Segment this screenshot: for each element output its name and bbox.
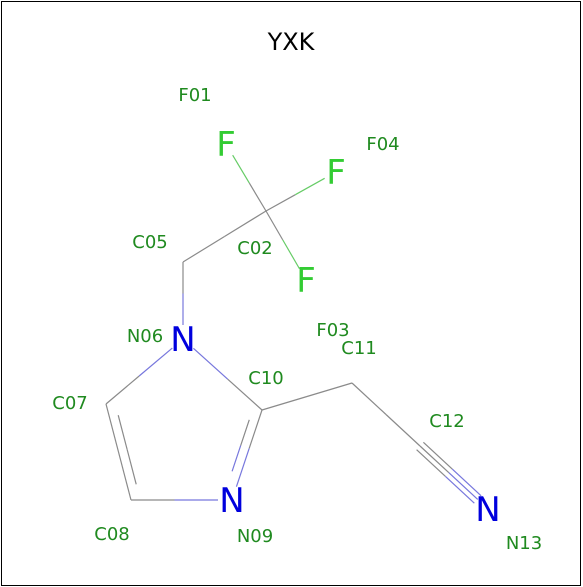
- atom-symbol-f01: F: [216, 125, 236, 165]
- bond-C12-N13-line2-half-a: [416, 449, 446, 477]
- bond-C02-C05-main-half-b: [182, 235, 225, 263]
- bond-C12-N13-line1-half-b: [451, 468, 482, 497]
- bond-F01-C02-main-half-a: [232, 154, 250, 184]
- atom-label-f04: F04: [366, 134, 399, 155]
- atom-label-c12: C12: [429, 411, 464, 432]
- bond-C12-N13: [416, 441, 482, 504]
- atom-label-c10: C10: [248, 368, 283, 389]
- bond-C10-C11: [261, 382, 353, 411]
- atom-symbol-f04: F: [326, 153, 346, 193]
- bond-C07-C08: [105, 403, 137, 501]
- bond-C12-N13-line1-half-a: [422, 441, 453, 470]
- bond-C02-F03-main-half-a: [265, 210, 284, 241]
- bond-C02-F03: [265, 210, 300, 270]
- atom-label-c05: C05: [132, 232, 167, 253]
- bond-C02-F04-main-half-b: [295, 177, 325, 196]
- atom-symbol-f03: F: [296, 261, 316, 301]
- atom-label-n13: N13: [506, 533, 542, 554]
- atom-label-f01: F01: [178, 85, 211, 106]
- bond-N09-C10-main-half-a: [235, 448, 250, 487]
- atom-symbol-n06: N: [170, 320, 195, 360]
- bond-N09-C10-main-half-b: [248, 409, 263, 449]
- bond-F01-C02: [232, 154, 267, 212]
- bond-C10-N06-main-half-a: [227, 378, 263, 411]
- bond-C02-F03-main-half-b: [282, 239, 300, 270]
- bond-layer: [105, 154, 482, 504]
- bond-C12-N13-main-half-a: [419, 445, 450, 474]
- atom-label-c11: C11: [341, 338, 376, 359]
- bond-N09-C10-inner-half-b: [240, 419, 250, 446]
- bond-C07-C08-inner-half-b: [126, 449, 137, 485]
- bond-N06-C07-main-half-a: [138, 347, 173, 377]
- atom-label-c02: C02: [237, 238, 272, 259]
- bond-F01-C02-main-half-b: [248, 182, 267, 212]
- molecule-title: YXK: [267, 28, 316, 56]
- bond-C11-C12-main-half-b: [385, 414, 421, 447]
- bond-C02-F04-main-half-a: [265, 194, 296, 212]
- atom-symbol-n13: N: [475, 490, 500, 530]
- atom-label-n06: N06: [127, 326, 163, 347]
- bond-C12-N13-main-half-b: [448, 472, 479, 500]
- bond-C10-N06: [193, 347, 263, 411]
- bond-C07-C08-main-half-b: [117, 451, 132, 501]
- bond-C11-C12: [351, 382, 421, 447]
- atom-label-n09: N09: [237, 526, 273, 547]
- bond-C11-C12-main-half-a: [351, 382, 387, 415]
- bond-C12-N13-line2-half-b: [445, 475, 475, 504]
- bond-C02-C05: [182, 210, 267, 263]
- atom-layer: F F F N N N: [170, 125, 500, 530]
- bond-C10-N06-main-half-b: [193, 347, 229, 380]
- atom-label-c07: C07: [52, 393, 87, 414]
- atom-label-c08: C08: [94, 524, 129, 545]
- atom-symbol-n09: N: [219, 481, 244, 521]
- bond-C10-C11-main-half-b: [306, 382, 353, 398]
- atom-label-f03: F03: [316, 320, 349, 341]
- bond-N09-C10: [231, 409, 263, 487]
- bond-C02-C05-main-half-a: [224, 210, 267, 238]
- bond-C07-C08-inner-half-a: [117, 415, 128, 450]
- bond-N06-C07-main-half-b: [105, 375, 140, 405]
- bond-C02-F04: [265, 177, 325, 212]
- bond-C07-C08-main-half-a: [105, 403, 120, 453]
- bond-C10-C11-main-half-a: [261, 395, 308, 411]
- bond-N09-C10-inner-half-a: [231, 445, 242, 472]
- bond-N06-C07: [105, 347, 173, 405]
